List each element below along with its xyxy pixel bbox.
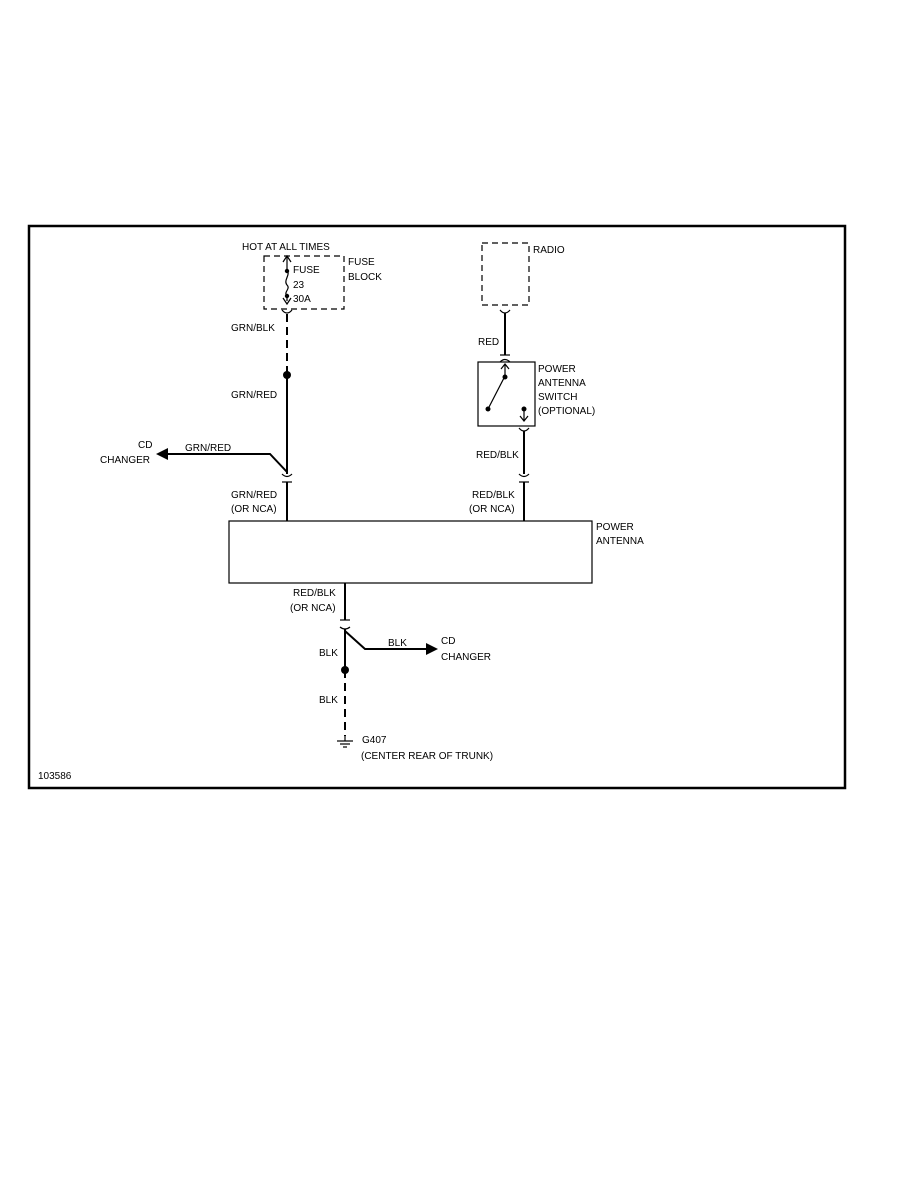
fuse-rating-label: 30A [293,294,311,305]
radio-label: RADIO [533,245,565,256]
power-antenna-box [228,520,593,584]
fuse-name-label: FUSE [293,265,320,276]
switch-output-connector [518,427,530,432]
hot-at-all-times-label: HOT AT ALL TIMES [242,242,330,253]
fuse-output-connector [281,309,293,314]
switch-label-1: POWER [538,364,576,375]
fuse-terminal-top [284,268,290,274]
fuse-block-label-1: FUSE [348,257,375,268]
blk-branch-label: BLK [388,638,407,649]
blk-upper-label: BLK [319,648,338,659]
ground-wire-connector [339,619,351,630]
fuse-terminal-bottom [284,293,290,299]
radio-outline [481,242,530,306]
cd-changer-top-arrow [156,448,168,460]
switch-blade-dot [485,406,491,412]
diagram-id-number: 103586 [38,771,72,782]
fuse-number-label: 23 [293,280,305,291]
switch-contacts [487,363,529,422]
blk-branch-wire [344,630,427,650]
switch-contact-dot [521,406,527,412]
grn-red-wire-label: GRN/RED [231,390,277,401]
ground-location-label: (CENTER REAR OF TRUNK) [361,751,493,762]
grn-red-lower-label: GRN/RED [231,490,277,501]
grn-red-branch-label: GRN/RED [185,443,231,454]
diagram-frame [27,224,847,790]
blk-lower-label: BLK [319,695,338,706]
red-blk-lower-label: RED/BLK [472,490,515,501]
switch-label-4: (OPTIONAL) [538,406,595,417]
ground-id-label: G407 [362,735,387,746]
grn-blk-wire-label: GRN/BLK [231,323,275,334]
grn-red-branch-wire [167,453,288,473]
right-antenna-connector [518,473,530,483]
radio-output-connector [499,309,511,314]
red-blk-bottom-label: RED/BLK [293,588,336,599]
power-antenna-switch-box [477,361,536,427]
left-antenna-connector [281,473,293,483]
switch-label-2: ANTENNA [538,378,586,389]
cd-changer-top-label-1: CD [138,440,152,451]
cd-changer-bottom-label-1: CD [441,636,455,647]
red-blk-bottom-nca-label: (OR NCA) [290,603,336,614]
red-blk-upper-label: RED/BLK [476,450,519,461]
ground-symbol [337,736,353,748]
cd-changer-top-label-2: CHANGER [100,455,150,466]
fuse-block-outline [263,255,345,310]
grn-red-lower-nca-label: (OR NCA) [231,504,277,515]
switch-pivot-dot [502,374,508,380]
red-wire-label: RED [478,337,499,348]
cd-changer-bottom-arrow [426,643,438,655]
fuse-symbol [282,254,292,306]
power-antenna-label-1: POWER [596,522,634,533]
switch-label-3: SWITCH [538,392,577,403]
red-blk-lower-nca-label: (OR NCA) [469,504,515,515]
cd-changer-bottom-label-2: CHANGER [441,652,491,663]
fuse-block-label-2: BLOCK [348,272,382,283]
switch-input-connector [499,354,511,363]
power-antenna-label-2: ANTENNA [596,536,644,547]
